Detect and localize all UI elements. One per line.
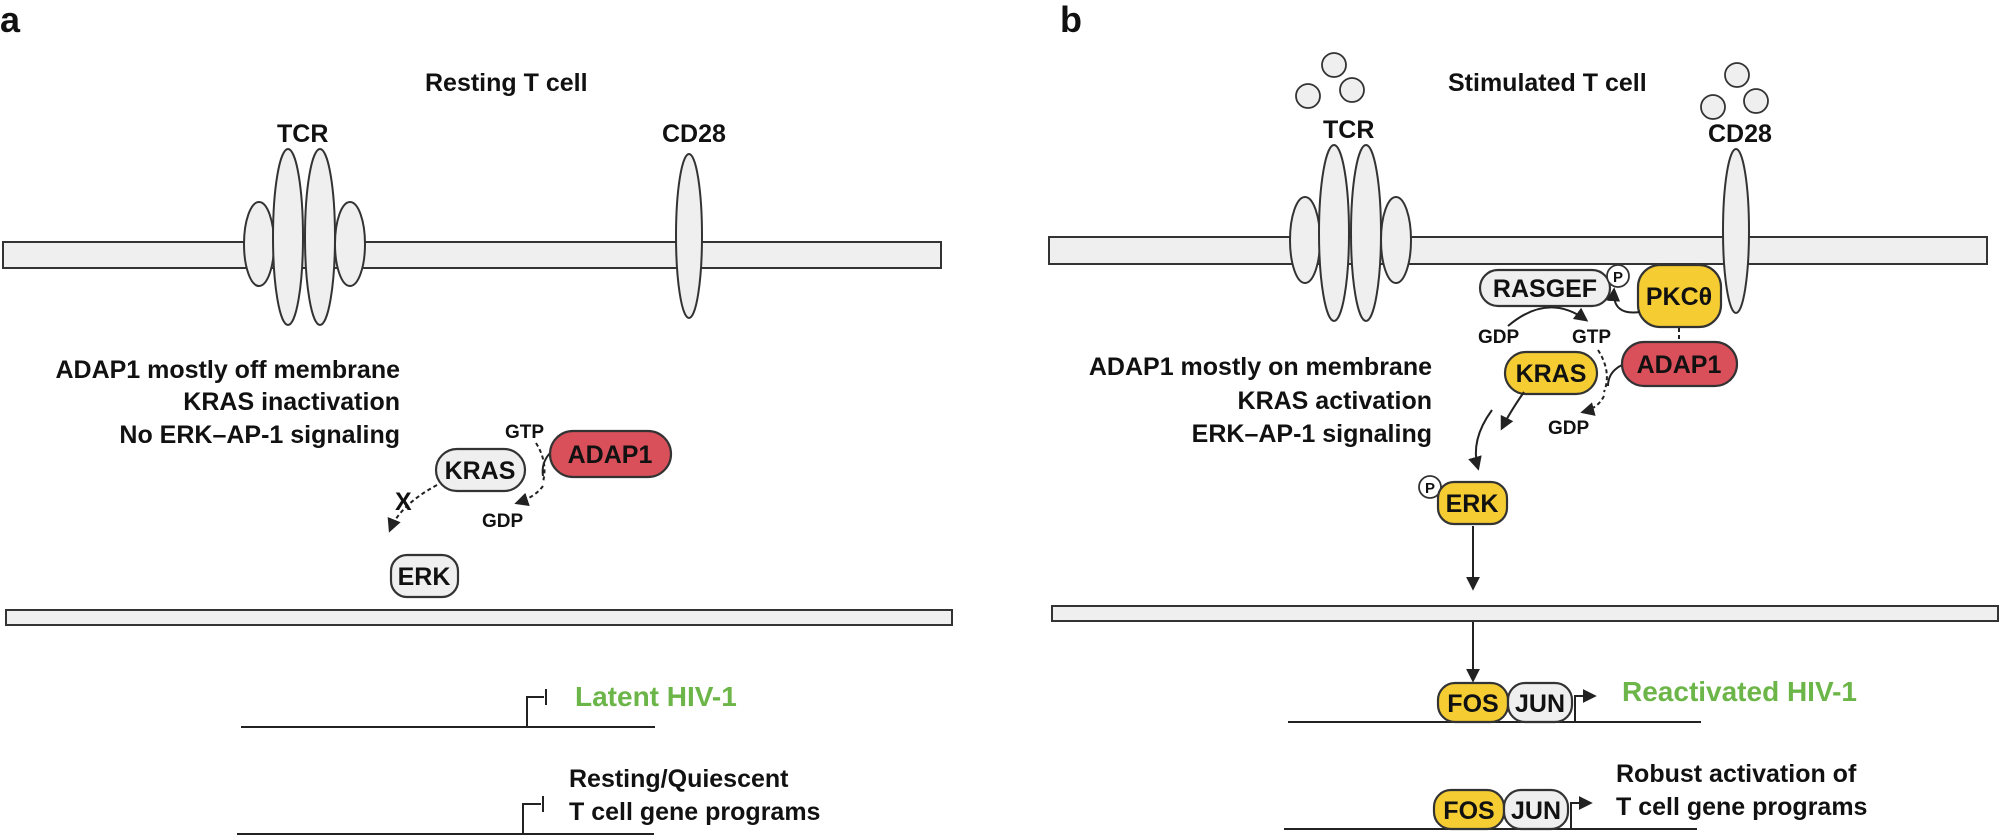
pkc-theta-protein xyxy=(1636,263,1723,329)
jun-protein-hiv xyxy=(1506,681,1574,724)
jun-protein-gene xyxy=(1502,788,1570,831)
hiv-transcription-arrow xyxy=(1574,689,1597,722)
ligand-cluster-left xyxy=(1295,52,1365,109)
tcr-label-b: TCR xyxy=(1323,116,1374,144)
gdp-arrow-b xyxy=(1580,395,1605,416)
adap1-link-a xyxy=(541,452,551,477)
desc-b-line-1: ADAP1 mostly on membrane xyxy=(1089,353,1432,381)
desc-b-line-3: ERK–AP-1 signaling xyxy=(1192,420,1432,448)
hiv-label-a: Latent HIV-1 xyxy=(575,681,737,712)
tcr-label-a: TCR xyxy=(277,120,328,148)
desc-a-line-3: No ERK–AP-1 signaling xyxy=(119,421,400,449)
kras-label-a: KRAS xyxy=(445,457,516,485)
plasma-membrane-b xyxy=(1048,236,1988,265)
plasma-membrane-a xyxy=(2,241,942,269)
erk-protein-b xyxy=(1436,480,1509,526)
gdp-right-label-b: GDP xyxy=(1548,418,1590,439)
hiv-promoter-a xyxy=(526,696,544,727)
kras-label-b: KRAS xyxy=(1516,360,1587,388)
cd28-label-b: CD28 xyxy=(1708,120,1772,148)
adap1-label-b: ADAP1 xyxy=(1637,351,1722,379)
panel-b-title: Stimulated T cell xyxy=(1448,69,1647,97)
gdp-left-label-b: GDP xyxy=(1478,327,1520,348)
tcr-receptor-b xyxy=(1289,144,1412,322)
gene-a-line-2: T cell gene programs xyxy=(569,798,820,826)
adap1-protein-a xyxy=(548,429,673,479)
hiv-label-b: Reactivated HIV-1 xyxy=(1622,676,1857,707)
pkc-phosphorylation-arrow xyxy=(1606,287,1641,314)
kras-protein-b xyxy=(1503,350,1599,396)
fos-label-hiv: FOS xyxy=(1447,690,1498,718)
rasgef-label: RASGEF xyxy=(1493,275,1597,303)
desc-b-line-2: KRAS activation xyxy=(1238,387,1432,415)
panel-a-label: a xyxy=(0,0,21,40)
adap1-protein-b xyxy=(1620,340,1739,388)
gdp-arrow-a xyxy=(514,485,544,507)
erk-label-a: ERK xyxy=(398,563,451,591)
erk-protein-a xyxy=(389,553,460,599)
panel-a-title: Resting T cell xyxy=(425,69,588,97)
pkc-theta-label: PKCθ xyxy=(1646,283,1712,311)
gene-a-line-1: Resting/Quiescent xyxy=(569,765,789,793)
desc-a-line-1: ADAP1 mostly off membrane xyxy=(55,356,400,384)
gtp-label-a: GTP xyxy=(505,422,544,443)
kras-erk-arrow-1 xyxy=(1500,391,1525,431)
gdp-label-a: GDP xyxy=(482,511,524,532)
jun-label-hiv: JUN xyxy=(1515,690,1565,718)
phospho-badge-rasgef xyxy=(1606,264,1630,288)
gene-b-line-1: Robust activation of xyxy=(1616,760,1857,788)
gene-promoter-a xyxy=(522,803,541,834)
gtp-dashed-line-b xyxy=(1597,349,1608,393)
gene-b-line-2: T cell gene programs xyxy=(1616,793,1867,821)
nuclear-membrane-b xyxy=(1051,605,1999,622)
phospho-label-erk: P xyxy=(1425,480,1435,497)
fos-label-gene: FOS xyxy=(1443,797,1494,825)
desc-a-line-2: KRAS inactivation xyxy=(183,388,400,416)
adap1-link-b xyxy=(1607,364,1623,387)
ligand-cluster-right xyxy=(1700,62,1769,120)
cd28-label-a: CD28 xyxy=(662,120,726,148)
gene-transcription-arrow xyxy=(1570,796,1593,829)
erk-label-b: ERK xyxy=(1446,490,1499,518)
gef-exchange-arrow xyxy=(1507,306,1589,327)
gtp-label-b: GTP xyxy=(1572,327,1611,348)
cd28-receptor-b xyxy=(1722,148,1750,314)
tcr-receptor-a xyxy=(243,148,366,326)
jun-label-gene: JUN xyxy=(1511,797,1561,825)
phospho-label-rasgef: P xyxy=(1613,269,1623,286)
panel-b-label: b xyxy=(1060,0,1082,40)
kras-erk-arrow-2 xyxy=(1468,409,1493,471)
cd28-receptor-a xyxy=(675,153,703,319)
kras-protein-a xyxy=(434,447,527,493)
adap1-label-a: ADAP1 xyxy=(568,441,653,469)
panel-b: b Stimulated T cell TCR CD28 RASGEF xyxy=(1048,0,1999,831)
nuclear-membrane-a xyxy=(5,609,953,626)
blocked-erk-arrow-a xyxy=(387,484,438,533)
gtp-dashed-line-a xyxy=(535,442,546,483)
blocked-mark-a: X xyxy=(395,488,412,516)
panel-a: a Resting T cell TCR CD28 ADAP1 mostly o… xyxy=(0,0,953,835)
